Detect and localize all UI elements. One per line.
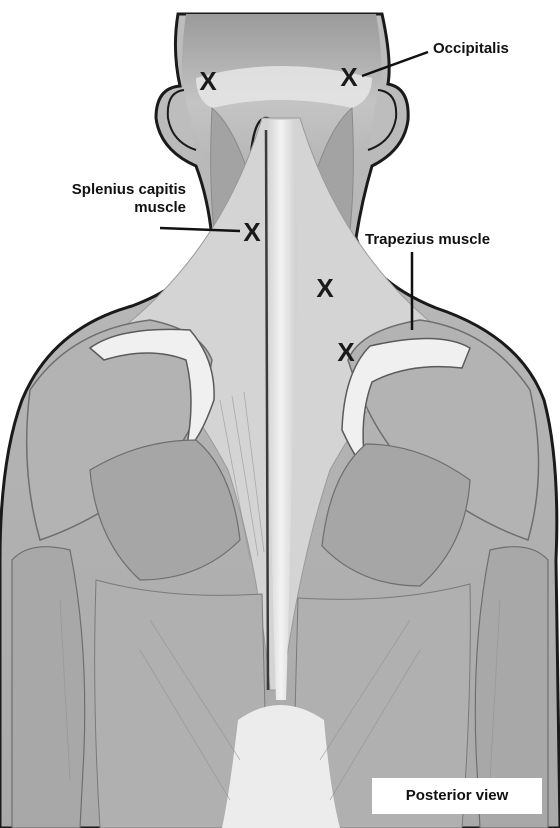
thoracolumbar-fascia [222, 705, 340, 828]
label-splenius-line1: Splenius capitis [18, 181, 186, 199]
view-caption: Posterior view [406, 787, 509, 805]
marker-x: X [243, 217, 261, 247]
marker-x: X [337, 337, 355, 367]
label-splenius-line2: muscle [18, 199, 186, 217]
label-occipitalis: Occipitalis [433, 40, 509, 58]
label-splenius-capitis: Splenius capitis muscle [18, 181, 186, 217]
view-caption-box: Posterior view [372, 778, 542, 814]
arm-left [12, 547, 85, 828]
marker-x: X [199, 66, 217, 96]
label-trapezius: Trapezius muscle [365, 231, 490, 249]
marker-x: X [316, 273, 334, 303]
marker-x: X [340, 62, 358, 92]
